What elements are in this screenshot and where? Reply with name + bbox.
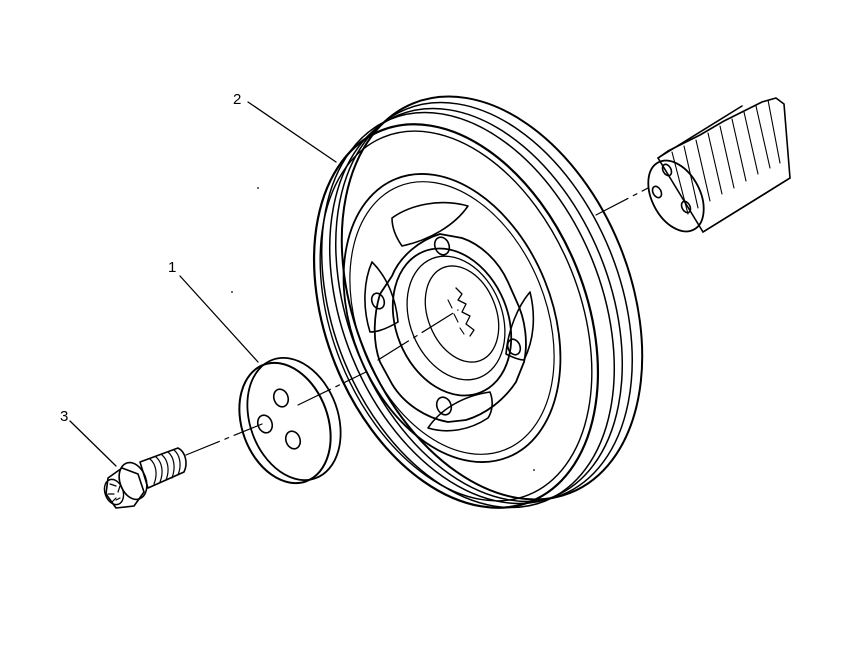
print-speck (533, 469, 535, 471)
crankshaft-pulley (312, 95, 644, 509)
assembly-axis-line (185, 187, 649, 456)
crankshaft-snout (647, 97, 791, 233)
leader-line-2 (247, 101, 337, 163)
pulley-bolt (103, 447, 187, 509)
leader-line-3 (69, 420, 117, 467)
callout-washer: 1 (168, 259, 176, 276)
thrust-washer (238, 357, 342, 485)
print-speck (231, 291, 233, 293)
leader-line-1 (179, 275, 259, 363)
print-speck (257, 187, 259, 189)
callout-bolt: 3 (60, 408, 68, 425)
callout-pulley: 2 (233, 91, 241, 108)
